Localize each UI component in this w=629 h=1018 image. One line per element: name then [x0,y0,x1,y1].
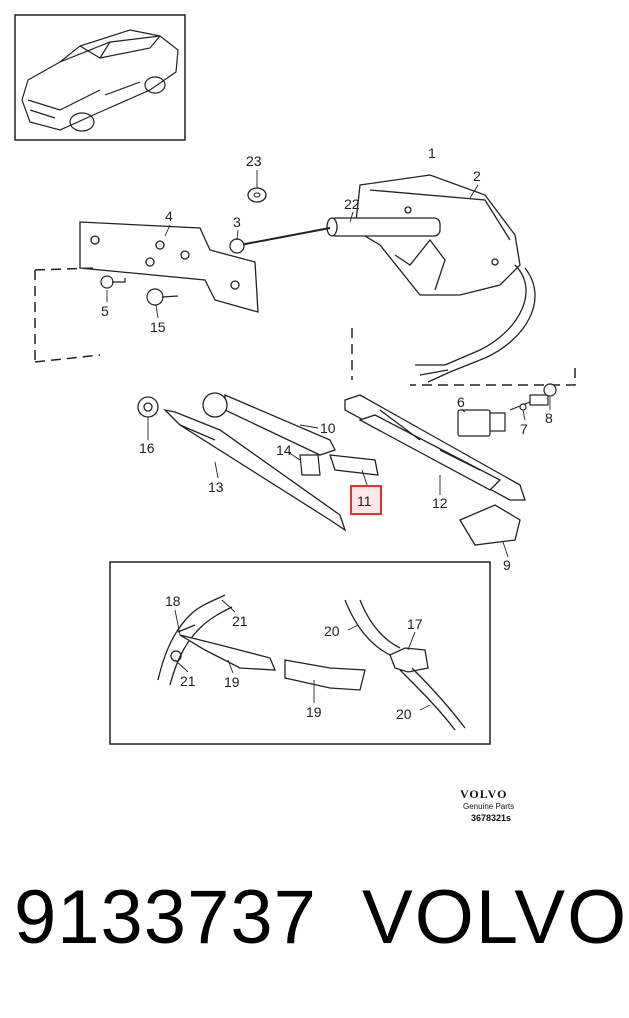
hose-detail [109,561,491,745]
grommet-16 [137,396,159,418]
brand-logo: VOLVO [460,787,507,801]
callout-20-upper: 20 [324,623,340,639]
callout-23: 23 [246,153,262,169]
callout-3: 3 [233,214,241,230]
wiper-arm [163,392,379,532]
blade-insert [459,504,521,546]
screw-5 [100,275,126,289]
screw-15 [146,288,179,306]
parts-diagram: 1 2 23 22 4 3 5 15 6 8 7 16 10 14 13 12 … [14,14,576,823]
callout-9: 9 [503,557,511,573]
connector [457,383,557,437]
callout-11: 11 [357,493,372,509]
callout-20-lower: 20 [396,706,412,722]
wiper-motor [326,174,536,383]
brand-subtitle: Genuine Parts [463,802,514,811]
callout-12: 12 [432,495,448,511]
callout-14: 14 [276,442,292,458]
callout-13: 13 [208,479,224,495]
callout-7: 7 [520,421,528,437]
callout-18: 18 [165,593,181,609]
callout-10: 10 [320,420,336,436]
mounting-bracket [79,221,259,313]
callout-5: 5 [101,303,109,319]
callout-8: 8 [545,410,553,426]
volvo-branding: VOLVO Genuine Parts 3678321s [460,787,514,823]
callout-17: 17 [407,616,423,632]
callout-22: 22 [344,196,360,212]
brand-code: 3678321s [471,813,511,823]
highlighted-part-11[interactable]: 11 [350,485,382,515]
brand-name: VOLVO [362,875,629,960]
callout-4: 4 [165,208,173,224]
callout-16: 16 [139,440,155,456]
callout-19-right: 19 [306,704,322,720]
part-number: 9133737 [14,875,317,960]
car-thumbnail [14,14,186,141]
clip-14 [299,454,321,476]
callout-1: 1 [428,145,436,161]
callout-6: 6 [457,394,465,410]
callout-21-lower: 21 [180,673,196,689]
callout-21-upper: 21 [232,613,248,629]
callout-15: 15 [150,319,166,335]
wiper-blade [344,394,526,501]
callout-19-left: 19 [224,674,240,690]
callout-2: 2 [473,168,481,184]
